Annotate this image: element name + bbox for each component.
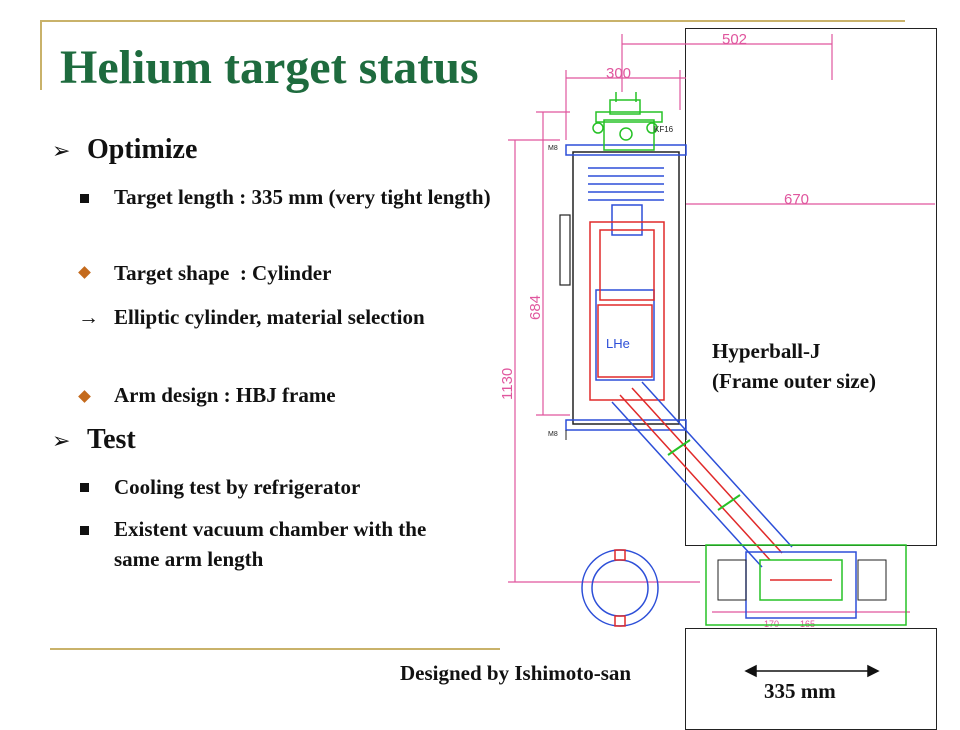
dim-670: 670 bbox=[784, 191, 809, 208]
frame-label-line2: (Frame outer size) bbox=[712, 369, 877, 393]
test-marker-icon: ➢ bbox=[52, 428, 71, 453]
transfer-arm bbox=[611, 381, 793, 568]
dim-170: 170 bbox=[764, 619, 779, 629]
m8-top-label: M8 bbox=[548, 145, 558, 152]
dim-502: 502 bbox=[722, 31, 747, 48]
page-title: Helium target status bbox=[60, 41, 479, 94]
dim-1130: 1130 bbox=[499, 368, 516, 400]
designer-caption: Designed by Ishimoto-san bbox=[400, 661, 632, 685]
dimension-lines bbox=[508, 34, 935, 613]
item-elliptic-cylinder: Elliptic cylinder, material selection bbox=[114, 305, 425, 329]
square-bullet-icon bbox=[80, 526, 89, 535]
hbj-frame-lower bbox=[685, 628, 937, 730]
square-bullet-icon bbox=[80, 194, 89, 203]
m8-bottom-label: M8 bbox=[548, 431, 558, 438]
section-heading-test: Test bbox=[87, 424, 136, 455]
item-target-length: Target length : 335 mm (very tight lengt… bbox=[114, 185, 491, 209]
kf16-label: KF16 bbox=[654, 125, 674, 134]
square-bullet-icon bbox=[80, 483, 89, 492]
inner-vessel bbox=[589, 221, 665, 401]
top-rule bbox=[40, 20, 905, 22]
dimension-text: 502 300 670 684 1130 170 165 bbox=[499, 31, 815, 629]
dim-165: 165 bbox=[800, 619, 815, 629]
dim-684: 684 bbox=[527, 295, 544, 320]
dim-300: 300 bbox=[606, 65, 631, 82]
lhe-label: LHe bbox=[606, 336, 630, 351]
top-flange bbox=[592, 92, 663, 151]
length-label: 335 mm bbox=[764, 679, 836, 703]
item-cooling-test: Cooling test by refrigerator bbox=[114, 475, 361, 499]
optimize-marker-icon: ➢ bbox=[52, 138, 71, 163]
right-arrow-icon: → bbox=[78, 305, 99, 329]
cryostat-body bbox=[559, 144, 687, 440]
section-heading-optimize: Optimize bbox=[87, 134, 198, 165]
length-arrow bbox=[744, 664, 880, 678]
frame-label-line1: Hyperball-J bbox=[712, 339, 821, 363]
item-vacuum-chamber: Existent vacuum chamber with the same ar… bbox=[114, 517, 427, 571]
bottom-rule bbox=[50, 648, 500, 650]
radiation-shield bbox=[588, 167, 664, 381]
left-rule bbox=[40, 20, 42, 90]
item-arm-design: Arm design : HBJ frame bbox=[114, 383, 336, 407]
hbj-frame-upper bbox=[685, 28, 937, 546]
item-target-shape: Target shape : Cylinder bbox=[114, 261, 332, 285]
cross-section-view bbox=[581, 549, 659, 627]
target-chamber bbox=[705, 544, 907, 626]
